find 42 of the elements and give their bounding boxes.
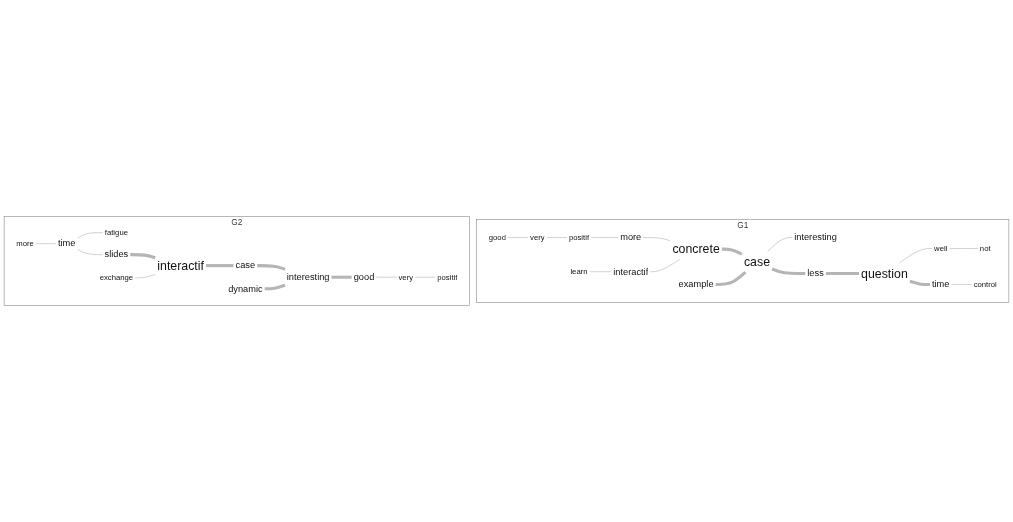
node-text: interesting <box>794 232 837 243</box>
connector <box>909 279 930 286</box>
node-text: interactif <box>157 258 204 273</box>
connector <box>643 237 671 242</box>
connector <box>414 276 436 278</box>
node-text: less <box>807 268 824 279</box>
node-text: more <box>620 232 642 243</box>
connector <box>767 237 793 252</box>
connector <box>257 264 286 271</box>
connector <box>331 275 352 279</box>
connector <box>589 271 612 272</box>
connector <box>715 271 747 286</box>
node-text: good <box>353 271 375 283</box>
connector <box>898 248 933 264</box>
connector <box>590 237 619 238</box>
connector <box>771 267 806 275</box>
node-text: dynamic <box>228 283 263 294</box>
connector <box>649 259 681 272</box>
node-text: slides <box>104 249 129 260</box>
node-text: case <box>743 254 771 269</box>
node-text: time <box>931 279 950 290</box>
connector <box>507 237 529 238</box>
connector <box>77 249 103 255</box>
connector <box>206 264 234 268</box>
connector <box>825 271 860 275</box>
node-text: interesting <box>286 271 330 283</box>
connector <box>264 283 286 291</box>
connector <box>951 284 972 285</box>
connector <box>546 237 568 238</box>
connector <box>77 232 104 239</box>
connector <box>130 253 156 260</box>
node-text: case <box>235 260 256 271</box>
node-text: example <box>678 279 714 290</box>
connector <box>376 276 397 278</box>
connector <box>35 243 57 244</box>
connector <box>721 247 743 256</box>
node-text: time <box>57 238 76 249</box>
connector <box>949 248 979 249</box>
node-text: concrete <box>672 241 720 256</box>
node-text: interactif <box>613 266 649 277</box>
node-text: question <box>861 266 908 281</box>
connector <box>134 274 156 279</box>
